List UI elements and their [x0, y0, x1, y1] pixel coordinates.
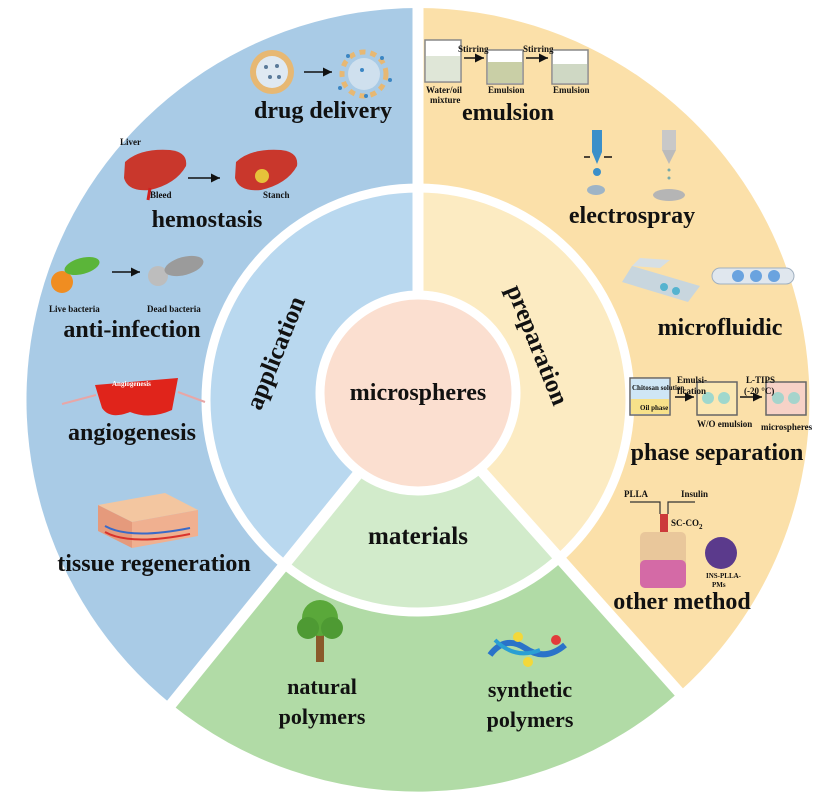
emulsion-water-oil: Water/oil	[426, 85, 462, 95]
emulsion-label: emulsion	[462, 100, 554, 126]
other-method-label: other method	[613, 589, 751, 615]
anti-infection-label: anti-infection	[63, 317, 200, 343]
other-method-illustration	[630, 501, 737, 588]
center-circle	[315, 290, 521, 496]
other-scco2-main: SC-CO	[671, 518, 699, 528]
natural-polymers-line1: natural	[287, 674, 357, 699]
polymer-chain-icon	[487, 632, 567, 667]
hemostasis-illustration	[124, 149, 298, 201]
live-bacteria-text: Live bacteria	[49, 304, 100, 314]
phase-separation-label: phase separation	[631, 440, 804, 466]
tissue-regeneration-label: tissue regeneration	[57, 551, 251, 577]
other-scco2-sub: 2	[699, 523, 703, 531]
center-label: microspheres	[350, 380, 486, 406]
phase-chitosan-text: Chitosan solution	[632, 384, 684, 392]
electrospray-label: electrospray	[569, 203, 695, 229]
other-ins-plla-text: INS-PLLA-	[706, 572, 742, 580]
phase-ltips-temp-text: (-20 °C)	[744, 386, 774, 396]
synthetic-polymers-line2: polymers	[487, 707, 574, 732]
phase-emulsi-text: Emulsi-	[677, 375, 707, 385]
anti-infection-illustration	[51, 255, 204, 293]
phase-wo-emulsion-text: W/O emulsion	[697, 419, 752, 429]
hemostasis-bleed-text: Bleed	[150, 190, 172, 200]
microfluidic-label: microfluidic	[658, 315, 783, 341]
emulsion-emulsion-2: Emulsion	[553, 85, 590, 95]
emulsion-mixture: mixture	[430, 95, 460, 105]
hemostasis-liver-text: Liver	[120, 137, 141, 147]
emulsion-illustration	[424, 39, 589, 85]
section-label-materials: materials	[368, 523, 468, 550]
drug-delivery-label: drug delivery	[254, 98, 392, 124]
other-scco2-text: SC-CO2	[671, 518, 703, 531]
tree-icon	[297, 600, 343, 662]
microfluidic-illustration	[622, 258, 795, 302]
other-pms-text: PMs	[712, 581, 726, 589]
emulsion-emulsion-1: Emulsion	[488, 85, 525, 95]
hemostasis-label: hemostasis	[152, 207, 263, 233]
drug-delivery-illustration	[250, 49, 392, 99]
angiogenesis-label: angiogenesis	[68, 420, 196, 446]
hemostasis-stanch-text: Stanch	[263, 190, 290, 200]
angiogenesis-tag-text: Angiogenesis	[112, 380, 151, 388]
phase-oil-text: Oil phase	[640, 404, 668, 412]
phase-fication-text: fication	[677, 386, 706, 396]
application-inner-sector	[207, 189, 418, 563]
phase-separation-illustration	[629, 377, 807, 416]
electrospray-illustration	[584, 130, 685, 201]
other-plla-text: PLLA	[624, 489, 649, 499]
emulsion-stirring-1: Stirring	[458, 44, 489, 54]
inner-ring	[207, 189, 628, 611]
tissue-regeneration-illustration	[98, 493, 198, 548]
angiogenesis-illustration	[61, 378, 206, 416]
synthetic-polymers-line1: synthetic	[488, 677, 573, 702]
dead-bacteria-text: Dead bacteria	[147, 304, 201, 314]
other-insulin-text: Insulin	[681, 489, 708, 499]
preparation-inner-sector	[418, 190, 628, 556]
phase-microspheres-text: microspheres	[761, 422, 813, 432]
phase-ltips-text: L-TIPS	[746, 375, 775, 385]
materials-inner-sector	[285, 400, 558, 611]
emulsion-stirring-2: Stirring	[523, 44, 554, 54]
natural-polymers-line2: polymers	[279, 704, 366, 729]
